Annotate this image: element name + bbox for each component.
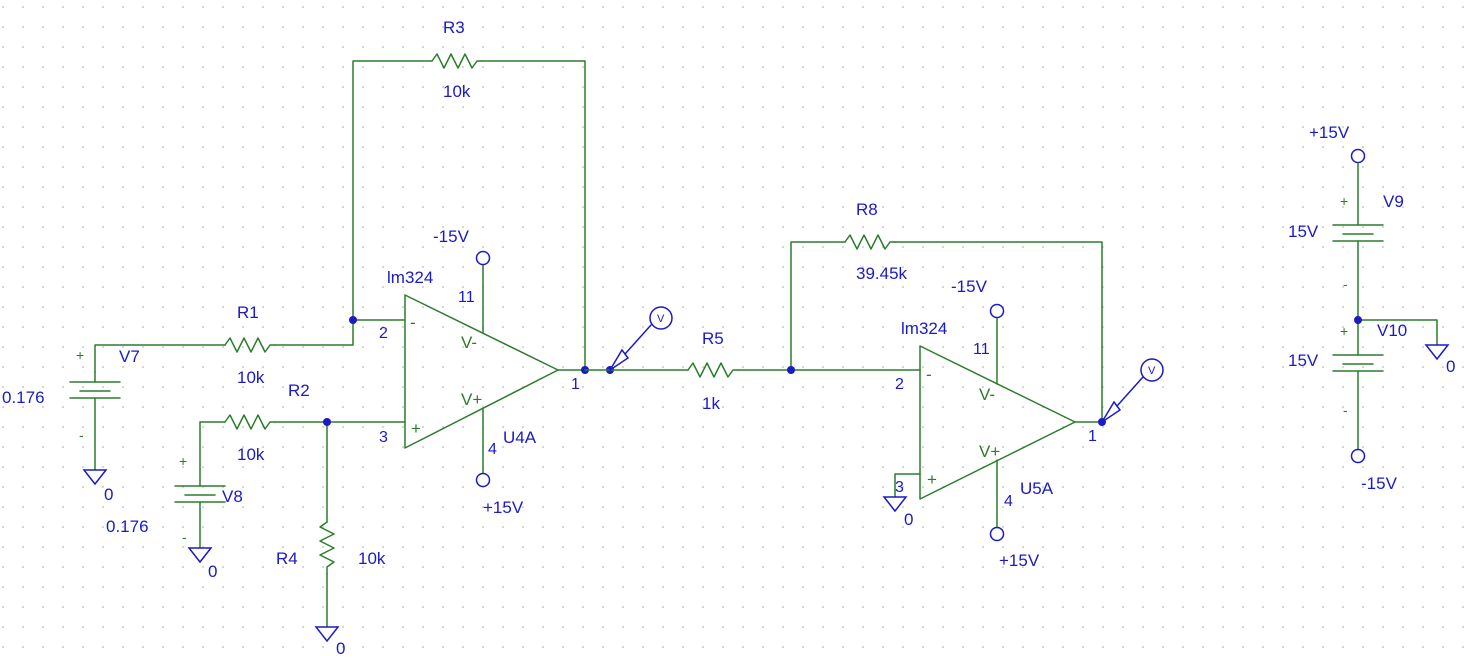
v7-plus: + [76, 347, 84, 363]
v7-value: 0.176 [2, 388, 45, 407]
supply-pos-terminal[interactable] [1350, 148, 1366, 164]
u4a-pin-vpos: 4 [488, 441, 497, 458]
u5a-minus-sign: - [926, 365, 932, 384]
ground-u5a-label: 0 [904, 510, 913, 529]
junction-dot [349, 316, 357, 324]
supply-pos-rail: +15V [1309, 123, 1350, 142]
r5-value: 1k [702, 394, 720, 413]
u4a-vneg-label: V- [461, 333, 477, 352]
u4a-pin-inv: 2 [379, 325, 388, 342]
r4-value: 10k [358, 549, 386, 568]
battery-v7[interactable] [69, 371, 121, 471]
r3-value: 10k [443, 82, 471, 101]
r8-ref: R8 [856, 200, 878, 219]
u4a-plus-sign: + [411, 419, 421, 438]
u4a-ref: U4A [503, 428, 537, 447]
junction-dot [787, 366, 795, 374]
r5-ref: R5 [702, 329, 724, 348]
wire-r3-feedback[interactable] [352, 60, 586, 371]
u5a-vneg-label: V- [979, 385, 995, 404]
u5a-pin-out: 1 [1088, 428, 1097, 445]
battery-v9[interactable] [1332, 162, 1384, 321]
ground-v7 [82, 469, 108, 486]
probe2-label: V [1148, 365, 1156, 377]
u5a-vpos-rail: +15V [999, 551, 1040, 570]
u4a-vneg-terminal[interactable] [475, 250, 491, 266]
r2-value: 10k [237, 445, 265, 464]
v8-minus: - [182, 529, 187, 545]
u5a-part: lm324 [901, 319, 947, 338]
u5a-vneg-terminal[interactable] [989, 303, 1005, 319]
ground-r4-label: 0 [336, 639, 345, 658]
ground-u5a [882, 496, 908, 513]
ground-r4 [314, 626, 340, 643]
u5a-plus-sign: + [927, 470, 937, 489]
u4a-minus-sign: - [410, 313, 416, 332]
v9-plus: + [1340, 193, 1348, 209]
u5a-pin-noninv: 3 [895, 479, 904, 496]
wire-r1[interactable] [94, 319, 406, 373]
voltage-probe-2[interactable]: V [1101, 358, 1164, 423]
u4a-vpos-rail: +15V [483, 498, 524, 517]
v10-plus: + [1340, 323, 1348, 339]
v8-value: 0.176 [106, 517, 149, 536]
voltage-probe-1[interactable]: V [609, 306, 673, 371]
u5a-pin-vpos: 4 [1004, 493, 1013, 510]
r3-ref: R3 [443, 18, 465, 37]
u4a-pin-out: 1 [571, 376, 580, 393]
u4a-vpos-label: V+ [461, 390, 482, 409]
v8-plus: + [179, 453, 187, 469]
v7-minus: - [79, 427, 84, 443]
u4a-pin-vneg: 11 [458, 289, 475, 306]
wire-r8-feedback[interactable] [790, 241, 1103, 423]
v9-ref: V9 [1383, 192, 1404, 211]
ground-v10 [1424, 344, 1450, 361]
u4a-part: lm324 [387, 268, 433, 287]
junction-dot [323, 418, 331, 426]
opamp-u4a[interactable] [404, 257, 586, 475]
supply-neg-rail: -15V [1361, 474, 1398, 493]
u5a-vpos-label: V+ [979, 442, 1000, 461]
resistor-r4[interactable] [319, 521, 335, 575]
ground-v10-label: 0 [1446, 357, 1455, 376]
resistor-r2[interactable] [224, 414, 276, 430]
resistor-r8[interactable] [844, 234, 896, 250]
r4-ref: R4 [276, 549, 298, 568]
ground-v7-label: 0 [104, 485, 113, 504]
v10-minus: - [1343, 402, 1348, 418]
u5a-vpos-terminal[interactable] [989, 526, 1005, 542]
v9-value: 15V [1288, 222, 1319, 241]
opamp-u5a[interactable] [894, 310, 1103, 529]
ground-v8-label: 0 [208, 562, 217, 581]
v8-ref: V8 [222, 487, 243, 506]
u5a-vneg-rail: -15V [951, 277, 988, 296]
resistor-r3[interactable] [431, 53, 483, 69]
u5a-ref: U5A [1020, 479, 1054, 498]
r8-value: 39.45k [856, 264, 908, 283]
junction-dot [1354, 316, 1362, 324]
supply-neg-terminal[interactable] [1350, 448, 1366, 464]
r2-ref: R2 [288, 381, 310, 400]
u5a-pin-inv: 2 [895, 376, 904, 393]
r1-value: 10k [237, 368, 265, 387]
v7-ref: V7 [119, 347, 140, 366]
r1-ref: R1 [237, 303, 259, 322]
wire-r2[interactable] [199, 421, 406, 628]
battery-v10[interactable] [1332, 319, 1438, 451]
probe1-label: V [657, 313, 665, 325]
u5a-pin-vneg: 11 [973, 341, 990, 358]
u4a-vpos-terminal[interactable] [475, 472, 491, 488]
u4a-vneg-rail: -15V [433, 227, 470, 246]
v10-ref: V10 [1377, 321, 1407, 340]
u4a-pin-noninv: 3 [379, 429, 388, 446]
v10-value: 15V [1288, 351, 1319, 370]
resistor-r5[interactable] [687, 362, 739, 378]
v9-minus: - [1343, 276, 1348, 292]
ground-v8 [187, 547, 213, 564]
battery-v8[interactable] [174, 469, 226, 549]
resistor-r1[interactable] [224, 337, 276, 353]
